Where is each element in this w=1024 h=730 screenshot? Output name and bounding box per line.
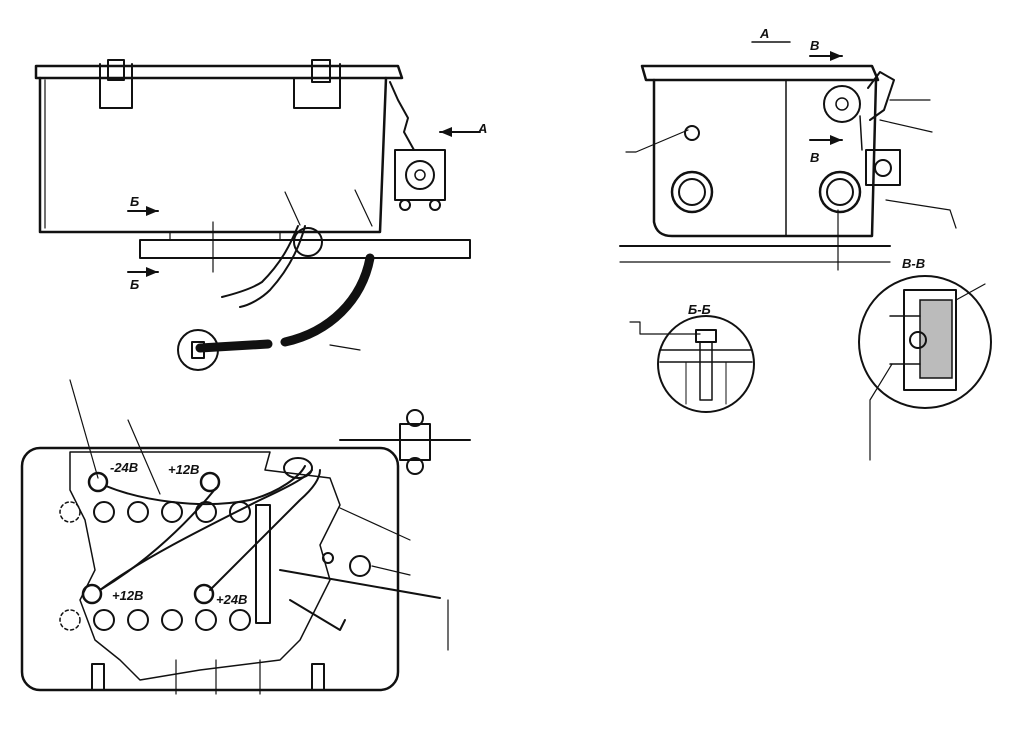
terminal-minus24-label: -24В [110, 460, 138, 475]
view-a-arrow-label: А [477, 121, 487, 136]
view-v-upper-label: В [810, 38, 819, 53]
view-v-lower-label: В [810, 150, 819, 165]
terminal-plus12-top-lug [199, 471, 221, 493]
view-a-end-view: А В В [619, 26, 957, 271]
terminal-plus24-lug [193, 583, 215, 605]
top-view-battery-terminals: -24В +12В +12В +24В [20, 379, 471, 695]
section-vv-detail: В-В [858, 256, 992, 461]
section-vv-label: В-В [902, 256, 925, 271]
side-view-battery-box: Б Б А [34, 59, 487, 371]
view-b-lower-label: Б [130, 277, 139, 292]
view-b-upper-label: Б [130, 194, 139, 209]
terminal-holes-row-lower [59, 609, 251, 631]
terminal-plus12-top-label: +12В [168, 462, 199, 477]
section-bb-detail: Б-Б [629, 302, 755, 413]
terminal-plus12-bottom-label: +12В [112, 588, 143, 603]
section-bb-label: Б-Б [688, 302, 711, 317]
terminal-plus12-bottom-lug [81, 583, 103, 605]
terminal-minus24-lug [87, 471, 109, 493]
terminal-plus24-label: +24В [216, 592, 247, 607]
view-a-label: А [759, 26, 769, 41]
